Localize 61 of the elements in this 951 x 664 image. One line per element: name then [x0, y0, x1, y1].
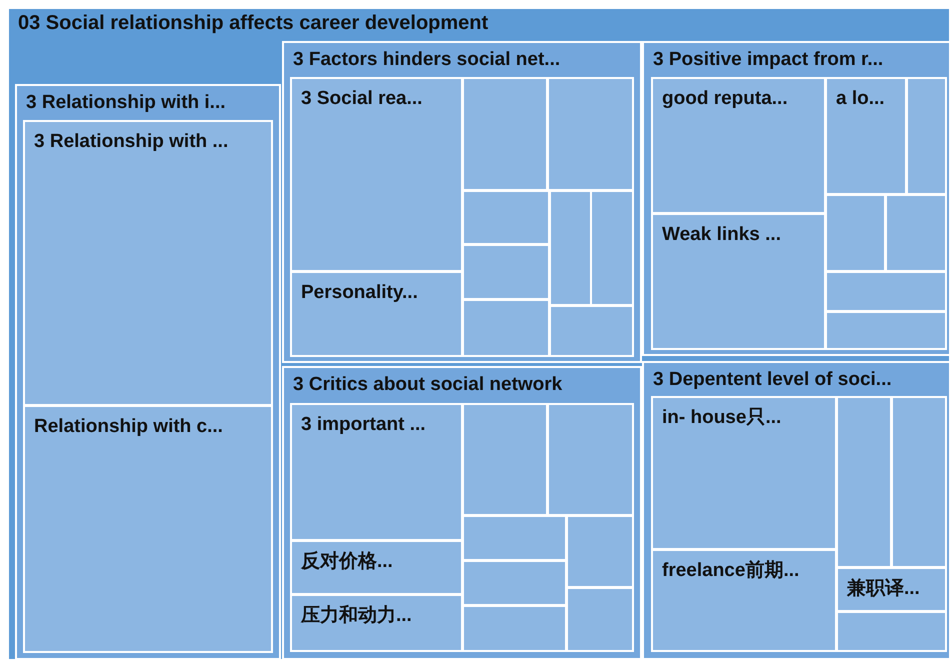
treemap-tile — [891, 396, 947, 568]
treemap-tile — [547, 403, 634, 516]
treemap-tile — [651, 549, 837, 652]
treemap-tile — [290, 271, 463, 357]
group-tile — [15, 84, 281, 660]
treemap-tile — [462, 77, 548, 191]
tile-label: 反对价格... — [301, 551, 393, 573]
treemap-tile — [836, 396, 892, 568]
tile-label: Weak links ... — [662, 224, 781, 246]
treemap-tile — [462, 560, 567, 606]
tile-label: 3 Social rea... — [301, 88, 422, 110]
tile-label: good reputa... — [662, 88, 788, 110]
treemap-tile — [290, 594, 463, 652]
treemap-tile — [462, 515, 567, 561]
treemap-tile — [462, 244, 550, 300]
treemap-tile — [462, 190, 550, 245]
tile-label: in- house只... — [662, 407, 782, 429]
treemap-tile — [590, 190, 634, 306]
group-label: 3 Relationship with i... — [26, 92, 226, 114]
treemap-tile — [825, 311, 947, 350]
group-tile — [282, 41, 642, 363]
treemap-tile — [23, 405, 273, 653]
treemap-tile — [290, 403, 463, 541]
tile-label: a lo... — [836, 88, 885, 110]
group-label: 3 Positive impact from r... — [653, 49, 884, 71]
treemap-tile — [825, 271, 947, 312]
treemap-tile — [651, 396, 837, 550]
group-label: 3 Factors hinders social net... — [293, 49, 560, 71]
tile-label: Relationship with c... — [34, 416, 223, 438]
tile-label: 兼职译... — [847, 578, 920, 600]
group-label: 3 Critics about social network — [293, 374, 562, 396]
treemap-tile — [290, 77, 463, 272]
treemap-tile — [549, 305, 634, 357]
treemap-tile — [566, 515, 634, 588]
group-tile — [642, 41, 951, 356]
treemap-tile — [651, 77, 826, 214]
treemap-tile — [836, 567, 947, 612]
group-tile — [642, 361, 951, 660]
treemap-tile — [825, 194, 886, 272]
treemap-tile — [825, 77, 907, 195]
treemap-tile — [906, 77, 947, 195]
group-tile — [282, 366, 642, 660]
treemap-tile — [549, 190, 592, 306]
treemap-tile — [462, 299, 550, 357]
chart-title: 03 Social relationship affects career development — [18, 12, 488, 34]
treemap-tile — [885, 194, 947, 272]
group-label: 3 Depentent level of soci... — [653, 369, 892, 391]
tile-label: 3 Relationship with ... — [34, 131, 228, 153]
tile-label: freelance前期... — [662, 560, 800, 582]
treemap-tile — [566, 587, 634, 652]
treemap-tile — [462, 605, 567, 652]
treemap-tile — [290, 540, 463, 595]
treemap-tile — [651, 213, 826, 350]
tile-label: Personality... — [301, 282, 418, 304]
tile-label: 压力和动力... — [301, 605, 412, 627]
treemap-tile — [836, 611, 947, 652]
treemap-tile — [23, 120, 273, 406]
treemap-tile — [462, 403, 548, 516]
tile-label: 3 important ... — [301, 414, 426, 436]
treemap-tile — [547, 77, 634, 191]
treemap-frame — [7, 7, 951, 661]
